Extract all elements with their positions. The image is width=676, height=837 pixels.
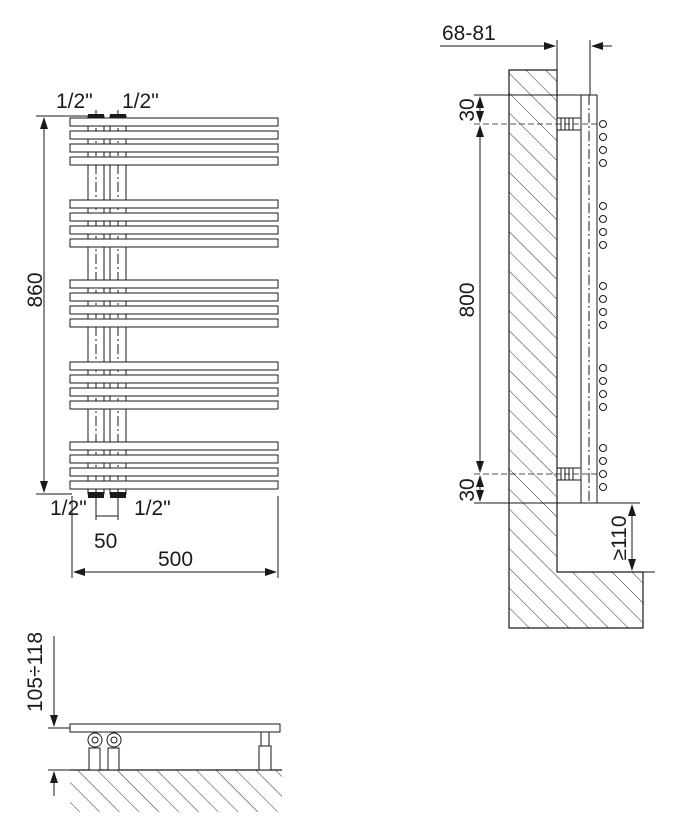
side-bar-circle: [599, 403, 607, 411]
wall-distance-label: 105÷118: [24, 632, 47, 712]
front-bar: [69, 279, 279, 289]
side-bar-circle: [599, 444, 607, 452]
bottom-radiator-plate: [69, 723, 281, 733]
side-bar-circle: [599, 133, 607, 141]
front-bar: [69, 212, 279, 222]
side-radiator-body: [580, 94, 598, 504]
front-connector-stubs: [88, 114, 126, 498]
side-bar-circle: [599, 120, 607, 128]
front-bar: [69, 387, 279, 397]
side-bar-circle: [599, 202, 607, 210]
side-bar-circle: [599, 146, 607, 154]
front-bar: [69, 238, 279, 248]
side-connectors: [556, 117, 582, 481]
front-bar: [69, 400, 279, 410]
side-view: 68-81 30 800 30 ≥110: [440, 22, 655, 629]
side-bar-circle: [599, 282, 607, 290]
side-bar-circles: [599, 120, 607, 491]
width-dimension: [71, 496, 279, 578]
front-bar: [69, 143, 279, 153]
front-bar: [69, 467, 279, 477]
front-bar: [69, 156, 279, 166]
side-bar-circle: [599, 159, 607, 167]
side-bar-circle: [599, 321, 607, 329]
pipe-spacing-dimension: [95, 498, 119, 520]
pipe-spacing-label: 50: [94, 530, 117, 553]
side-bar-circle: [599, 308, 607, 316]
side-bar-circle: [599, 390, 607, 398]
front-bar: [69, 480, 279, 490]
side-bar-circle: [599, 241, 607, 249]
front-bar: [69, 199, 279, 209]
bottom-view: 105÷118: [24, 632, 282, 812]
side-bar-circle: [599, 228, 607, 236]
pipe-label-top-right: 1/2": [122, 90, 159, 113]
pipe-label-bottom-left: 1/2": [50, 497, 87, 520]
side-bar-circle: [599, 364, 607, 372]
center-distance-label: 800: [456, 282, 479, 317]
pipe-label-top-left: 1/2": [56, 90, 93, 113]
height-label: 860: [24, 272, 47, 307]
pipe-label-bottom-right: 1/2": [134, 497, 171, 520]
front-bar: [69, 374, 279, 384]
front-bars: [69, 117, 279, 490]
front-bar: [69, 454, 279, 464]
depth-label: 68-81: [442, 22, 496, 45]
wall-distance-dimension: [48, 636, 70, 796]
bottom-support-leg: [258, 731, 272, 771]
front-bar: [69, 117, 279, 127]
bottom-floor-section: [70, 770, 282, 812]
side-bar-circle: [599, 377, 607, 385]
front-bar: [69, 292, 279, 302]
side-bar-circle: [599, 470, 607, 478]
front-bar: [69, 441, 279, 451]
front-bar: [69, 305, 279, 315]
side-centre-lines: [474, 123, 600, 475]
bottom-valves: [87, 732, 122, 771]
width-label: 500: [158, 548, 193, 571]
front-bar: [69, 130, 279, 140]
depth-dimension: [440, 40, 612, 95]
side-bar-circle: [599, 457, 607, 465]
front-bar: [69, 225, 279, 235]
side-reference-lines: [474, 94, 640, 504]
front-bar: [69, 318, 279, 328]
side-bar-circle: [599, 483, 607, 491]
top-offset-label: 30: [456, 98, 479, 121]
side-bar-circle: [599, 215, 607, 223]
front-bar: [69, 361, 279, 371]
front-view: 1/2" 1/2" 1/2" 1/2" 860 50 500: [24, 90, 279, 578]
floor-clearance-label: ≥110: [608, 515, 631, 560]
side-bar-circle: [599, 295, 607, 303]
bottom-offset-label: 30: [456, 478, 479, 501]
height-dimension: [36, 115, 88, 495]
